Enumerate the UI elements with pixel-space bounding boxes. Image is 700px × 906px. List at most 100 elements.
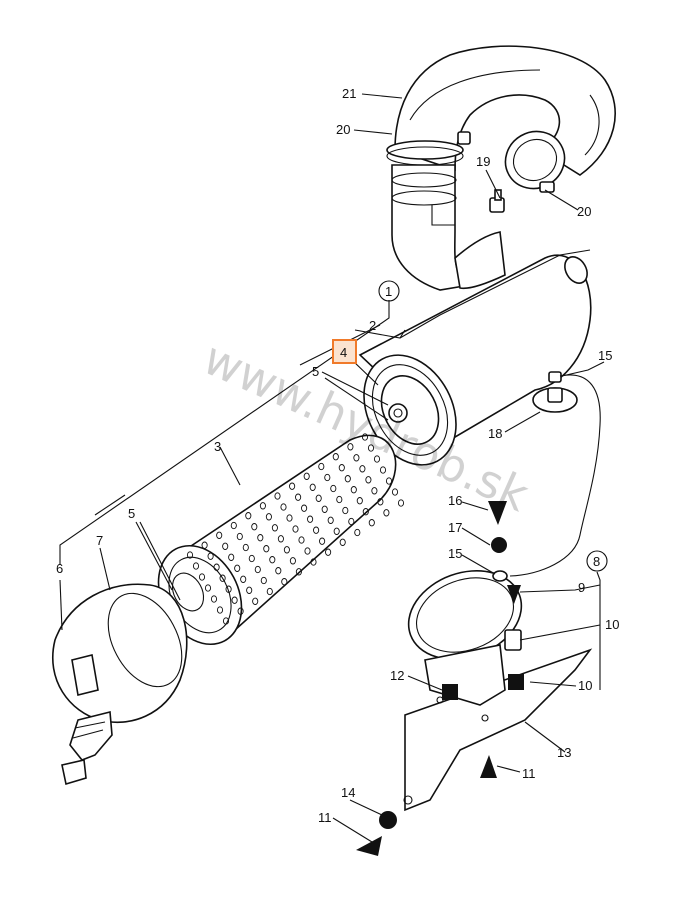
- hose-clamp-upper-right: [504, 130, 566, 193]
- perforation-hole: [298, 536, 305, 544]
- perforation-hole: [198, 573, 206, 581]
- perforation-hole: [222, 617, 230, 625]
- perforation-hole: [289, 557, 296, 565]
- perforation-hole: [348, 517, 355, 526]
- callout-5-lower: 5: [128, 506, 135, 521]
- perforation-hole: [367, 444, 375, 452]
- perforation-hole: [216, 531, 223, 539]
- inner-filter-element: [380, 375, 440, 445]
- perforation-hole: [342, 506, 349, 515]
- perforation-hole: [230, 521, 237, 530]
- perforation-hole: [236, 532, 243, 541]
- callout-9: 9: [578, 580, 585, 595]
- perforation-hole: [251, 523, 258, 531]
- callout-19: 19: [476, 154, 490, 169]
- perforation-hole: [338, 464, 345, 472]
- callout-18: 18: [488, 426, 502, 441]
- perforation-hole: [350, 486, 357, 494]
- callout-17: 17: [448, 520, 462, 535]
- perforation-hole: [327, 516, 334, 524]
- perforation-hole: [353, 454, 360, 462]
- callout-12: 12: [390, 668, 404, 683]
- callout-4-highlight: [332, 339, 357, 364]
- perforation-hole: [309, 483, 316, 491]
- perforation-hole: [336, 495, 343, 504]
- perforation-hole: [359, 465, 366, 473]
- perforation-hole: [234, 564, 241, 572]
- perforation-hole: [192, 562, 200, 570]
- perforation-hole: [339, 538, 346, 546]
- perforation-hole: [289, 482, 296, 490]
- marker-triangle-11b: [356, 836, 382, 856]
- callout-7: 7: [96, 533, 103, 548]
- callout-15-lower: 15: [448, 546, 462, 561]
- leader-lines: [59, 93, 605, 843]
- perforation-hole: [333, 527, 340, 535]
- perforation-hole: [324, 473, 331, 482]
- perforation-hole: [373, 455, 381, 463]
- breather-fitting: [489, 189, 505, 213]
- perforation-hole: [371, 487, 378, 495]
- callout-10-lower: 10: [578, 678, 592, 693]
- marker-circle-17: [491, 537, 507, 553]
- perforation-hole: [344, 475, 351, 483]
- callout-1: 1: [385, 284, 392, 299]
- perforation-hole: [204, 584, 212, 592]
- callout-2: 2: [369, 318, 376, 333]
- perforation-hole: [277, 535, 284, 543]
- nut-lower: [492, 570, 508, 582]
- perforation-hole: [274, 492, 281, 500]
- marker-square-12: [442, 684, 458, 700]
- perforation-hole: [254, 565, 261, 574]
- perforation-hole: [318, 462, 325, 471]
- perforation-hole: [263, 545, 270, 553]
- rubber-washer: [532, 387, 578, 413]
- marker-triangle-9: [507, 585, 521, 604]
- perforation-hole: [356, 497, 363, 505]
- perforation-hole: [368, 519, 375, 527]
- perforation-hole: [237, 607, 244, 615]
- perforation-hole: [315, 494, 322, 502]
- perforation-hole: [259, 502, 266, 510]
- mounting-bracket: [403, 644, 593, 812]
- perforation-hole: [319, 537, 326, 545]
- perforation-pattern: [186, 433, 405, 625]
- perforation-hole: [186, 551, 194, 559]
- perforation-hole: [213, 563, 220, 571]
- perforation-hole: [240, 575, 247, 583]
- intake-pipe: [391, 164, 473, 291]
- marker-triangle-11a: [480, 755, 497, 778]
- perforation-hole: [281, 578, 288, 586]
- perforation-hole: [219, 574, 226, 582]
- perforation-hole: [207, 552, 214, 560]
- perforation-hole: [295, 493, 302, 501]
- callout-3: 3: [214, 439, 221, 454]
- end-cover: [52, 583, 188, 724]
- perforation-hole: [310, 558, 317, 566]
- callout-5-upper: 5: [312, 364, 319, 379]
- callout-20-right: 20: [577, 204, 591, 219]
- perforation-hole: [321, 505, 328, 513]
- perforation-hole: [210, 595, 218, 603]
- callout-11-upper: 11: [522, 766, 536, 781]
- callout-labels: 21 20 19 20 1 2 4 5 3 5 7 6 15 18 16 17 …: [56, 86, 619, 825]
- callout-14: 14: [341, 785, 355, 800]
- callout-15-upper: 15: [598, 348, 612, 363]
- nut-upper: [548, 371, 562, 383]
- perforation-hole: [245, 512, 252, 520]
- perforation-hole: [379, 466, 387, 474]
- perforation-hole: [295, 568, 302, 576]
- callout-6: 6: [56, 561, 63, 576]
- callout-8: 8: [593, 554, 600, 569]
- perforation-hole: [275, 567, 282, 575]
- callout-13: 13: [557, 745, 571, 760]
- retaining-strap: [509, 374, 601, 577]
- perforation-hole: [383, 509, 390, 517]
- dust-valve: [61, 710, 113, 786]
- perforation-hole: [385, 477, 393, 485]
- perforation-hole: [201, 541, 208, 549]
- perforation-hole: [216, 606, 224, 614]
- perforation-hole: [257, 534, 264, 542]
- perforation-hole: [330, 484, 337, 493]
